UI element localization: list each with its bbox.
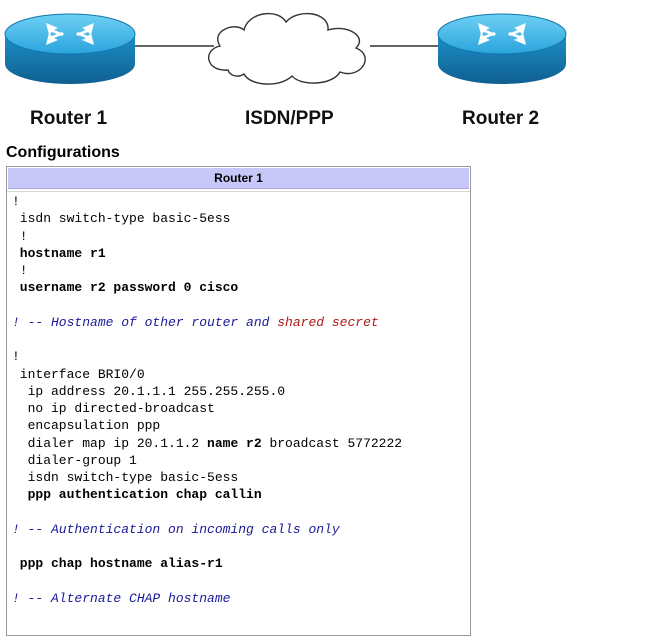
config-line: isdn switch-type basic-5ess (12, 211, 231, 227)
config-line: ! (12, 349, 20, 365)
config-line: dialer map ip 20.1.1.2 name r2 broadcast… (12, 435, 403, 452)
comment-highlight: shared secret (277, 314, 379, 330)
config-line: ! (12, 194, 20, 209)
config-comment: ! -- Authentication on incoming calls on… (12, 522, 340, 538)
config-table-header: Router 1 (8, 168, 469, 189)
comment-text: ! -- Hostname of other router and shared… (12, 314, 379, 330)
config-line-part: name r2 (207, 435, 262, 451)
router-1-icon (4, 13, 136, 84)
router-2-icon (437, 13, 567, 84)
config-line: ! (12, 263, 28, 278)
comment-text: ! -- Authentication on incoming calls on… (12, 521, 340, 537)
config-line: username r2 password 0 cisco (12, 280, 239, 296)
link-type-label: ISDN/PPP (245, 108, 334, 129)
config-line: hostname r1 (12, 245, 106, 261)
config-line: ip address 20.1.1.1 255.255.255.0 (12, 383, 286, 399)
config-line: ! (12, 228, 28, 244)
config-line: no ip directed-broadcast (12, 401, 215, 416)
config-comment: ! -- Hostname of other router and shared… (12, 315, 379, 331)
isdn-cloud-icon (208, 12, 366, 85)
config-line: encapsulation ppp (12, 418, 161, 434)
router-1-label: Router 1 (30, 108, 108, 129)
config-line: interface BRI0/0 (12, 366, 145, 382)
config-line: ppp authentication chap callin (12, 487, 262, 503)
config-line-part: broadcast 5772222 (261, 435, 403, 451)
router-2-label: Router 2 (462, 108, 540, 129)
config-table: Router 1 ! isdn switch-type basic-5ess !… (6, 166, 471, 636)
config-line: ppp chap hostname alias-r1 (12, 556, 223, 572)
config-line: isdn switch-type basic-5ess (12, 470, 239, 485)
config-code-block: ! isdn switch-type basic-5ess ! hostname… (7, 191, 470, 635)
network-diagram (4, 12, 567, 85)
config-comment: ! -- Alternate CHAP hostname (12, 591, 230, 607)
config-line-part: dialer map ip 20.1.1.2 (12, 435, 208, 451)
config-line: dialer-group 1 (12, 452, 137, 468)
configurations-heading: Configurations (6, 144, 120, 161)
comment-text: ! -- Alternate CHAP hostname (12, 590, 231, 606)
